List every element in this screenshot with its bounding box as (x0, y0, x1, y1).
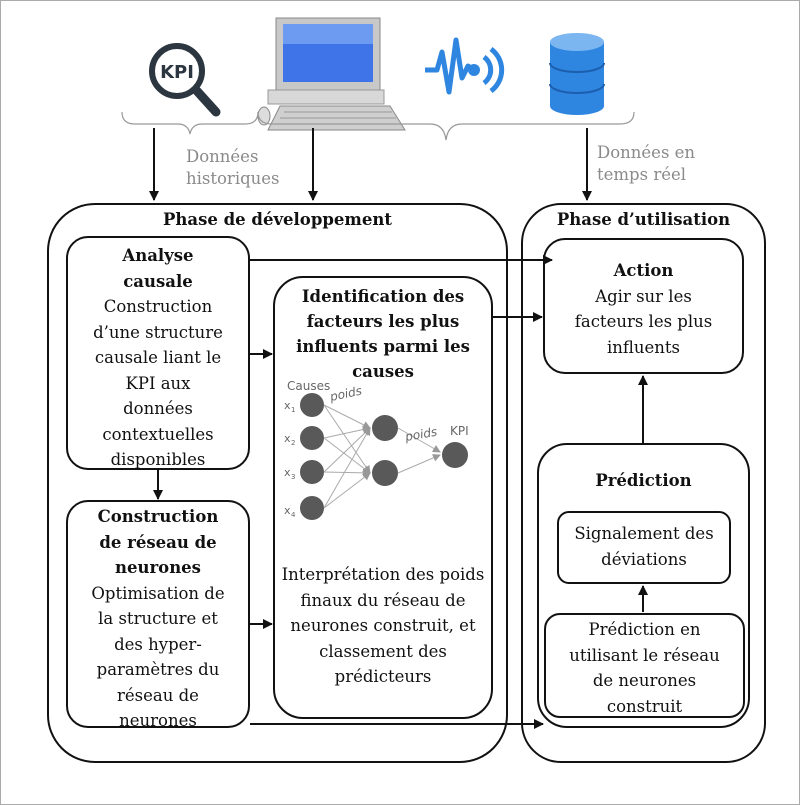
signal-wave-icon (425, 37, 505, 95)
analysis-body-2: causale liant le (94, 348, 222, 367)
analysis-text: Analyse causale Construction d’une struc… (66, 243, 250, 473)
database-icon (549, 33, 605, 115)
action-box (543, 238, 744, 374)
nn-build-body-2: des hyper- (114, 634, 202, 654)
identification-body: Interprétation des poids finaux du résea… (273, 562, 493, 690)
identification-body-4: prédicteurs (334, 667, 432, 686)
label-realtime-l2: temps réel (597, 165, 687, 184)
action-text: Action Agir sur les facteurs les plus in… (543, 258, 744, 360)
nn-input-node (300, 496, 324, 520)
identification-title-2: influents parmi les (296, 337, 470, 356)
action-body-2: influents (606, 337, 681, 357)
nn-build-title-l2: de réseau de (99, 532, 217, 552)
analysis-body-1: d’une structure (93, 322, 223, 342)
predict-l2: de neurones (592, 671, 697, 690)
nn-x2-sub: 2 (291, 439, 295, 447)
kpi-magnifier-icon: KPI (149, 43, 221, 117)
nn-build-body-5: neurones (119, 711, 197, 730)
identification-body-3: classement des (319, 641, 447, 661)
nn-input-node (300, 393, 324, 417)
nn-x1-sub: 1 (291, 406, 295, 414)
icons-layer: KPI (121, 17, 635, 141)
nn-build-title-l1: Construction (97, 507, 219, 526)
nn-x1-label: x (284, 399, 291, 412)
nn-kpi-label: KPI (450, 424, 469, 438)
nn-weights-label-1: poids (328, 384, 363, 405)
nn-x4-sub: 4 (291, 511, 296, 519)
signal-text: Signalement des déviations (557, 521, 731, 572)
nn-hidden-node (372, 415, 398, 441)
nn-hidden-node (372, 460, 398, 486)
predict-l1: utilisant le réseau (569, 645, 720, 665)
analysis-body-5: contextuelles (102, 424, 214, 444)
predict-box (544, 613, 745, 718)
nn-build-body-1: la structure et (98, 609, 218, 628)
analysis-body-0: Construction (103, 297, 213, 316)
action-body-0: Agir sur les (595, 286, 692, 306)
analysis-body-4: données (123, 399, 193, 418)
nn-x3-label: x (284, 466, 291, 479)
identification-body-0: Interprétation des poids (281, 565, 485, 584)
identification-title-3: causes (352, 362, 414, 381)
identification-body-1: finaux du réseau de (300, 590, 466, 610)
analysis-body-3: KPI aux (125, 373, 191, 393)
predict-l3: construit (606, 696, 683, 716)
prediction-title: Prédiction (595, 471, 692, 490)
nn-build-title-l3: neurones (115, 558, 201, 577)
identification-body-2: neurones construit, et (290, 616, 476, 635)
label-historical-l2: historiques (186, 169, 280, 188)
nn-x2-label: x (284, 432, 291, 445)
use-phase-title: Phase d’utilisation (556, 210, 731, 229)
label-realtime-l1: Données en (597, 143, 696, 162)
brace-historical (121, 111, 259, 135)
predict-l0: Prédiction en (588, 620, 701, 639)
nn-x4-label: x (284, 504, 291, 517)
nn-build-box (66, 500, 250, 728)
nn-output-node (442, 442, 468, 468)
analysis-body-6: disponibles (110, 450, 206, 469)
nn-build-text: Construction de réseau de neurones Optim… (66, 504, 250, 734)
identification-title: Identification des facteurs les plus inf… (273, 284, 493, 384)
nn-input-node (300, 426, 324, 450)
nn-causes-label: Causes (287, 379, 330, 393)
brace-realtime (257, 111, 635, 141)
identification-title-0: Identification des (301, 287, 465, 306)
analysis-title-l1: Analyse (122, 246, 194, 265)
kpi-icon-label: KPI (160, 62, 194, 83)
label-historical-l1: Données (186, 147, 259, 166)
neural-net-diagram: Causes poids poids KPI x 1 x 2 x 3 x 4 (284, 379, 469, 520)
signal-l0: Signalement des (574, 524, 714, 543)
analysis-title-l2: causale (123, 271, 193, 291)
nn-weights-label-2: poids (403, 425, 438, 445)
predict-text: Prédiction en utilisant le réseau de neu… (544, 617, 745, 719)
analysis-box (66, 236, 250, 470)
nn-x3-sub: 3 (291, 473, 295, 481)
signal-box (557, 511, 731, 584)
dev-phase-title: Phase de développement (163, 210, 392, 229)
nn-input-node (300, 460, 324, 484)
nn-build-body-0: Optimisation de (91, 583, 225, 603)
identification-title-1: facteurs les plus (306, 312, 460, 331)
signal-l1: déviations (601, 549, 687, 569)
nn-build-body-3: paramètres du (96, 660, 220, 679)
action-body-1: facteurs les plus (574, 312, 713, 331)
action-title: Action (613, 261, 674, 280)
nn-build-body-4: réseau de (117, 685, 199, 705)
